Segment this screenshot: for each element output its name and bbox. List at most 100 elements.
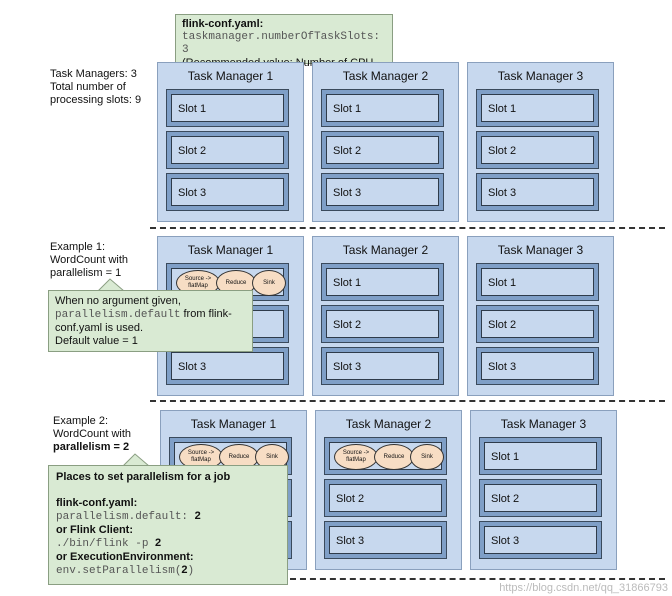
s1-task-manager-1: Task Manager 1 Slot 1 Slot 2 Slot 3 <box>157 62 304 222</box>
slot-body: Source -> flatMap Reduce Sink <box>329 442 444 470</box>
example2-note-env-val: 2 <box>181 564 188 576</box>
example2-note-env-code: env.setParallelism( <box>56 565 182 577</box>
task-manager-title: Task Manager 3 <box>497 69 584 83</box>
slot-label: Slot 2 <box>329 484 442 512</box>
slot: Slot 2 <box>324 479 447 517</box>
example2-note-client-line: ./bin/flink -p 2 <box>56 537 280 551</box>
example2-note-conf: flink-conf.yaml: <box>56 497 138 509</box>
slot: Slot 3 <box>321 347 444 385</box>
slot-label: Slot 3 <box>171 352 284 380</box>
section3-label-line1: Example 2: <box>53 415 109 427</box>
example2-note-conf-code: parallelism.default: <box>56 511 195 523</box>
slot-label: Slot 2 <box>484 484 597 512</box>
task-manager-title: Task Manager 3 <box>497 243 584 257</box>
slot: Slot 3 <box>476 173 599 211</box>
section3-label-line2: WordCount with <box>53 428 132 440</box>
s2-task-manager-2: Task Manager 2 Slot 1 Slot 2 Slot 3 <box>312 236 459 396</box>
operator-sink: Sink <box>252 270 286 296</box>
slot-label: Slot 2 <box>326 310 439 338</box>
s3-task-manager-3: Task Manager 3 Slot 1 Slot 2 Slot 3 <box>470 410 617 570</box>
section3-label: Example 2: WordCount with parallelism = … <box>53 415 131 454</box>
slot-label: Slot 2 <box>481 136 594 164</box>
slot: Slot 3 <box>324 521 447 559</box>
slot-label: Slot 3 <box>484 526 597 554</box>
task-manager-title: Task Manager 2 <box>345 417 432 431</box>
example2-note-client-code: ./bin/flink -p <box>56 538 156 550</box>
slot-label: Slot 1 <box>326 94 439 122</box>
slot: Slot 2 <box>321 131 444 169</box>
example2-note-client-val: 2 <box>155 537 162 549</box>
slot-label: Slot 2 <box>326 136 439 164</box>
task-manager-title: Task Manager 1 <box>190 417 277 431</box>
slot-label: Slot 3 <box>326 178 439 206</box>
slot: Slot 3 <box>479 521 602 559</box>
slot: Slot 3 <box>476 347 599 385</box>
slot: Slot 3 <box>166 173 289 211</box>
slot-label: Slot 2 <box>171 136 284 164</box>
section1-label-line3: processing slots: 9 <box>50 94 142 106</box>
slot-label: Slot 3 <box>329 526 442 554</box>
task-manager-title: Task Manager 2 <box>342 69 429 83</box>
config-note-title: flink-conf.yaml: <box>182 18 264 30</box>
slot-label: Slot 3 <box>481 178 594 206</box>
slot-label: Slot 1 <box>481 94 594 122</box>
example2-note-env: or ExecutionEnvironment: <box>56 551 194 563</box>
task-manager-title: Task Manager 2 <box>342 243 429 257</box>
slot-label: Slot 1 <box>326 268 439 296</box>
slot-with-operators: Source -> flatMap Reduce Sink <box>324 437 447 475</box>
slot: Slot 2 <box>476 131 599 169</box>
example2-note-env-line: env.setParallelism(2) <box>56 564 280 578</box>
config-note: flink-conf.yaml: taskmanager.numberOfTas… <box>175 14 393 82</box>
slot: Slot 3 <box>321 173 444 211</box>
section2-label: Example 1: WordCount with parallelism = … <box>50 241 128 280</box>
slot-label: Slot 3 <box>171 178 284 206</box>
slot-label: Slot 2 <box>481 310 594 338</box>
slot: Slot 1 <box>479 437 602 475</box>
section1-label: Task Managers: 3 Total number of process… <box>50 68 141 107</box>
slot: Slot 1 <box>321 263 444 301</box>
operator-source-flatmap: Source -> flatMap <box>334 444 378 470</box>
s1-task-manager-3: Task Manager 3 Slot 1 Slot 2 Slot 3 <box>467 62 614 222</box>
slot: Slot 1 <box>476 89 599 127</box>
slot: Slot 2 <box>166 131 289 169</box>
example1-note: When no argument given, parallelism.defa… <box>48 290 253 352</box>
example1-note-line2-rest: from flink- <box>180 308 232 320</box>
section-divider <box>150 227 665 229</box>
slot-label: Slot 3 <box>326 352 439 380</box>
slot-label: Slot 1 <box>481 268 594 296</box>
example2-note-conf-line: parallelism.default: 2 <box>56 510 280 524</box>
slot-label: Slot 1 <box>484 442 597 470</box>
example1-note-line2: parallelism.default from flink- <box>55 308 246 322</box>
slot: Slot 2 <box>321 305 444 343</box>
example2-note-title: Places to set parallelism for a job <box>56 471 231 483</box>
slot: Slot 1 <box>166 89 289 127</box>
example2-note: Places to set parallelism for a job flin… <box>48 465 288 585</box>
section1-label-line2: Total number of <box>50 81 126 93</box>
s2-task-manager-3: Task Manager 3 Slot 1 Slot 2 Slot 3 <box>467 236 614 396</box>
s1-task-manager-2: Task Manager 2 Slot 1 Slot 2 Slot 3 <box>312 62 459 222</box>
task-manager-title: Task Manager 1 <box>187 243 274 257</box>
example2-note-client: or Flink Client: <box>56 524 133 536</box>
example2-note-env-close: ) <box>187 565 195 577</box>
section2-label-line2: WordCount with <box>50 254 129 266</box>
example1-note-line4: Default value = 1 <box>55 335 138 347</box>
section-divider <box>290 578 665 580</box>
section2-label-line1: Example 1: <box>50 241 106 253</box>
section2-label-line3: parallelism = 1 <box>50 267 122 279</box>
example1-note-code: parallelism.default <box>55 309 181 321</box>
example2-note-conf-val: 2 <box>194 510 201 522</box>
task-manager-title: Task Manager 1 <box>187 69 274 83</box>
slot: Slot 1 <box>321 89 444 127</box>
section3-label-bold: parallelism = 2 <box>53 441 130 453</box>
section-divider <box>150 400 665 402</box>
watermark: https://blog.csdn.net/qq_31866793 <box>499 582 668 594</box>
config-note-code: taskmanager.numberOfTaskSlots: 3 <box>182 31 381 56</box>
slot: Slot 2 <box>476 305 599 343</box>
operator-sink: Sink <box>410 444 444 470</box>
slot-label: Slot 1 <box>171 94 284 122</box>
operator-reduce: Reduce <box>374 444 414 470</box>
slot-label: Slot 3 <box>481 352 594 380</box>
example1-note-line3: conf.yaml is used. <box>55 322 144 334</box>
slot: Slot 3 <box>166 347 289 385</box>
slot: Slot 1 <box>476 263 599 301</box>
